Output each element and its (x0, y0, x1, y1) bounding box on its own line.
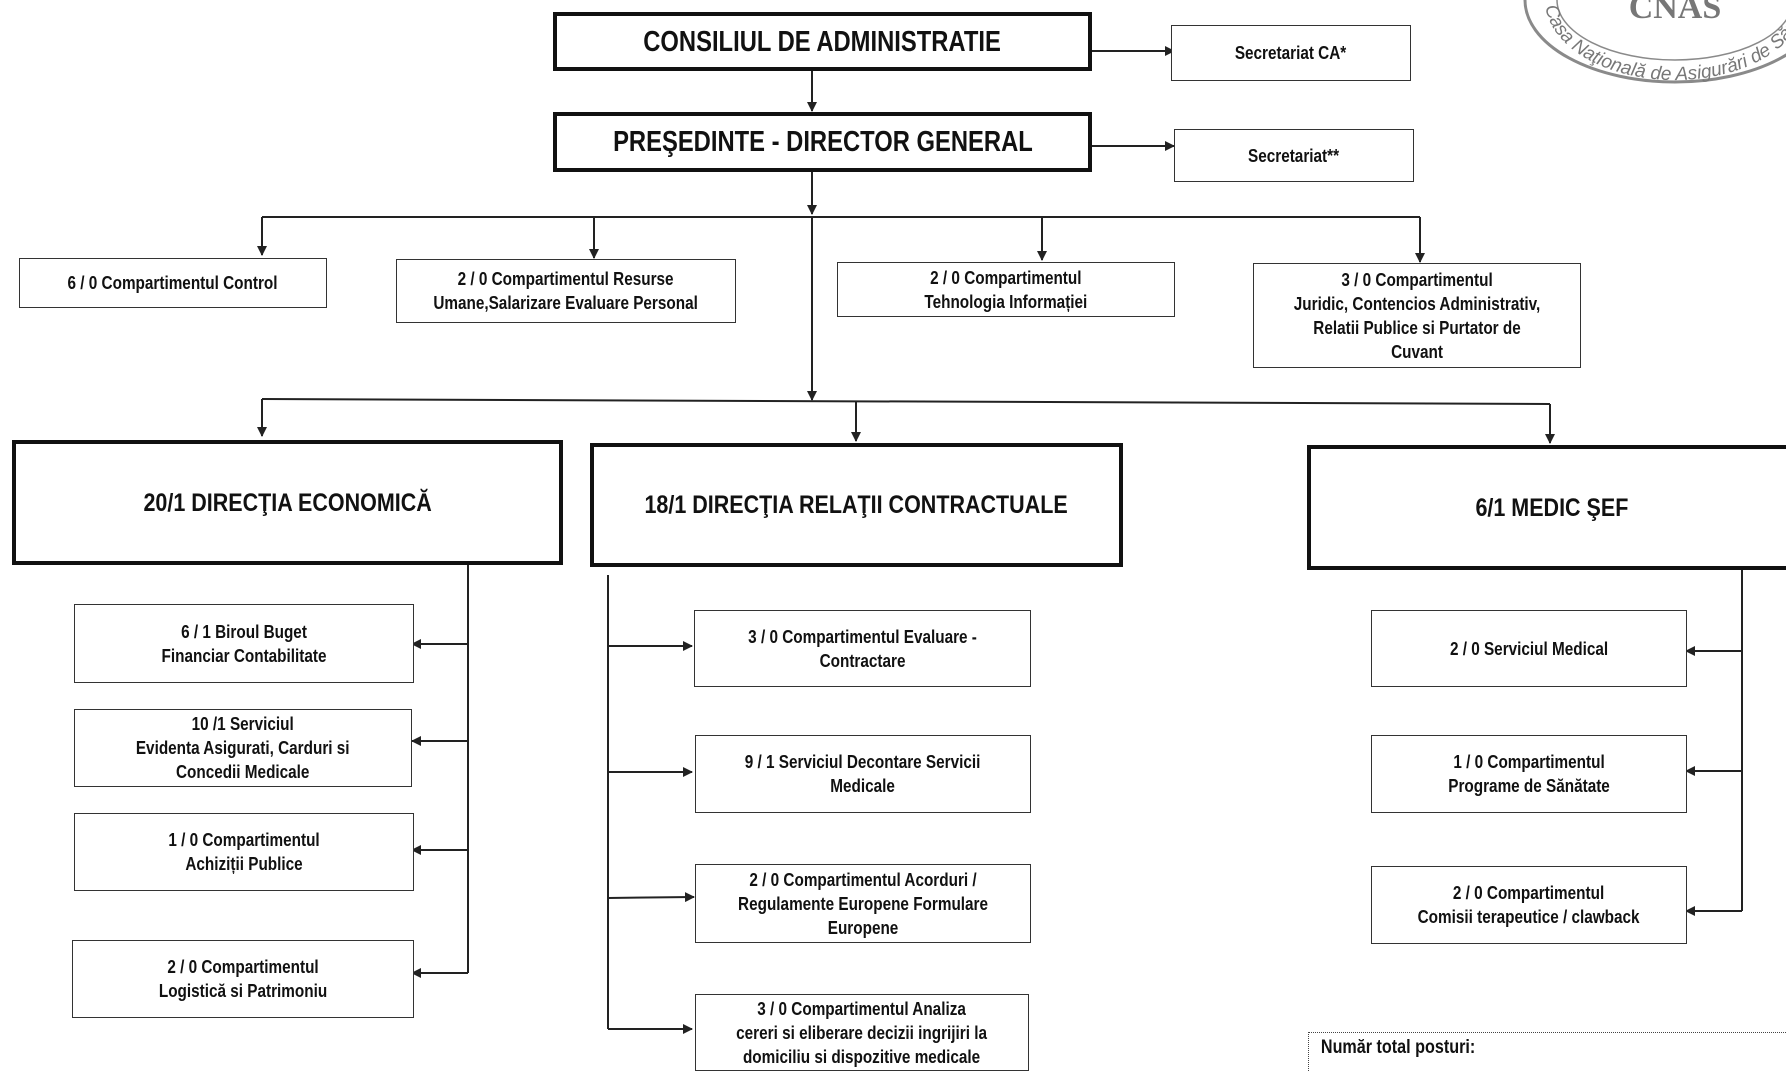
president-secretariat-box: Secretariat** (1174, 129, 1414, 182)
unit-budget-box: 6 / 1 Biroul Buget Financiar Contabilita… (74, 604, 414, 683)
board-box: CONSILIUL DE ADMINISTRATIE (553, 12, 1092, 71)
unit-medical-service-box: 2 / 0 Serviciul Medical (1371, 610, 1687, 687)
direction-contractual-title: 18/1 DIRECŢIA RELAŢII CONTRACTUALE (644, 491, 1069, 519)
unit-logistics-label: 2 / 0 Compartimentul Logistică si Patrim… (158, 957, 328, 1001)
compartment-legal-label: 3 / 0 Compartimentul Juridic, Contencios… (1293, 269, 1541, 362)
unit-logistics-box: 2 / 0 Compartimentul Logistică si Patrim… (72, 940, 414, 1018)
stamp-main-text: CNAS (1629, 0, 1722, 26)
direction-contractual-box: 18/1 DIRECŢIA RELAŢII CONTRACTUALE (590, 443, 1123, 567)
unit-procurement-label: 1 / 0 Compartimentul Achiziții Publice (168, 830, 320, 874)
total-posts-box: Număr total posturi: (1308, 1032, 1786, 1071)
unit-eu-agreements-label: 2 / 0 Compartimentul Acorduri / Regulame… (738, 869, 988, 938)
compartment-hr-box: 2 / 0 Compartimentul Resurse Umane,Salar… (396, 259, 736, 323)
unit-settlement-box: 9 / 1 Serviciul Decontare Servicii Medic… (695, 735, 1031, 813)
president-label: PREŞEDINTE - DIRECTOR GENERAL (612, 126, 1033, 158)
compartment-control-box: 6 / 0 Compartimentul Control (19, 258, 327, 308)
unit-health-programs-box: 1 / 0 Compartimentul Programe de Sănătat… (1371, 735, 1687, 813)
unit-procurement-box: 1 / 0 Compartimentul Achiziții Publice (74, 813, 414, 891)
unit-medical-service-label: 2 / 0 Serviciul Medical (1449, 638, 1609, 659)
unit-evaluation-box: 3 / 0 Compartimentul Evaluare - Contract… (694, 610, 1031, 687)
direction-economic-title: 20/1 DIRECŢIA ECONOMICĂ (143, 488, 432, 517)
unit-therapeutic-commissions-box: 2 / 0 Compartimentul Comisii terapeutice… (1371, 866, 1687, 944)
compartment-hr-label: 2 / 0 Compartimentul Resurse Umane,Salar… (433, 269, 699, 313)
board-secretariat-label: Secretariat CA* (1235, 43, 1347, 63)
direction-chief-doctor-title: 6/1 MEDIC ŞEF (1475, 493, 1629, 522)
unit-eu-agreements-box: 2 / 0 Compartimentul Acorduri / Regulame… (695, 864, 1031, 943)
compartment-legal-box: 3 / 0 Compartimentul Juridic, Contencios… (1253, 263, 1581, 368)
compartment-it-box: 2 / 0 Compartimentul Tehnologia Informaț… (837, 262, 1175, 317)
board-label: CONSILIUL DE ADMINISTRATIE (643, 25, 1002, 58)
unit-settlement-label: 9 / 1 Serviciul Decontare Servicii Medic… (745, 752, 981, 796)
unit-home-care-box: 3 / 0 Compartimentul Analiza cereri si e… (695, 994, 1029, 1071)
unit-insured-records-label: 10 /1 Serviciul Evidenta Asigurati, Card… (136, 714, 350, 782)
unit-health-programs-label: 1 / 0 Compartimentul Programe de Sănătat… (1448, 752, 1610, 796)
direction-economic-box: 20/1 DIRECŢIA ECONOMICĂ (12, 440, 563, 565)
total-posts-label: Număr total posturi: (1320, 1037, 1476, 1058)
president-secretariat-label: Secretariat** (1248, 145, 1340, 166)
compartment-it-label: 2 / 0 Compartimentul Tehnologia Informaț… (924, 267, 1088, 312)
compartment-control-label: 6 / 0 Compartimentul Control (68, 273, 278, 293)
unit-therapeutic-commissions-label: 2 / 0 Compartimentul Comisii terapeutice… (1418, 883, 1640, 927)
direction-chief-doctor-box: 6/1 MEDIC ŞEF (1307, 445, 1786, 570)
unit-home-care-label: 3 / 0 Compartimentul Analiza cereri si e… (736, 998, 988, 1067)
cnas-stamp: CNAS Casa Naţională de Asigurări de Sănă… (1520, 0, 1786, 85)
board-secretariat-box: Secretariat CA* (1171, 25, 1411, 81)
unit-budget-label: 6 / 1 Biroul Buget Financiar Contabilita… (161, 621, 327, 666)
president-box: PREŞEDINTE - DIRECTOR GENERAL (553, 112, 1092, 172)
unit-insured-records-box: 10 /1 Serviciul Evidenta Asigurati, Card… (74, 709, 412, 787)
unit-evaluation-label: 3 / 0 Compartimentul Evaluare - Contract… (748, 626, 977, 671)
